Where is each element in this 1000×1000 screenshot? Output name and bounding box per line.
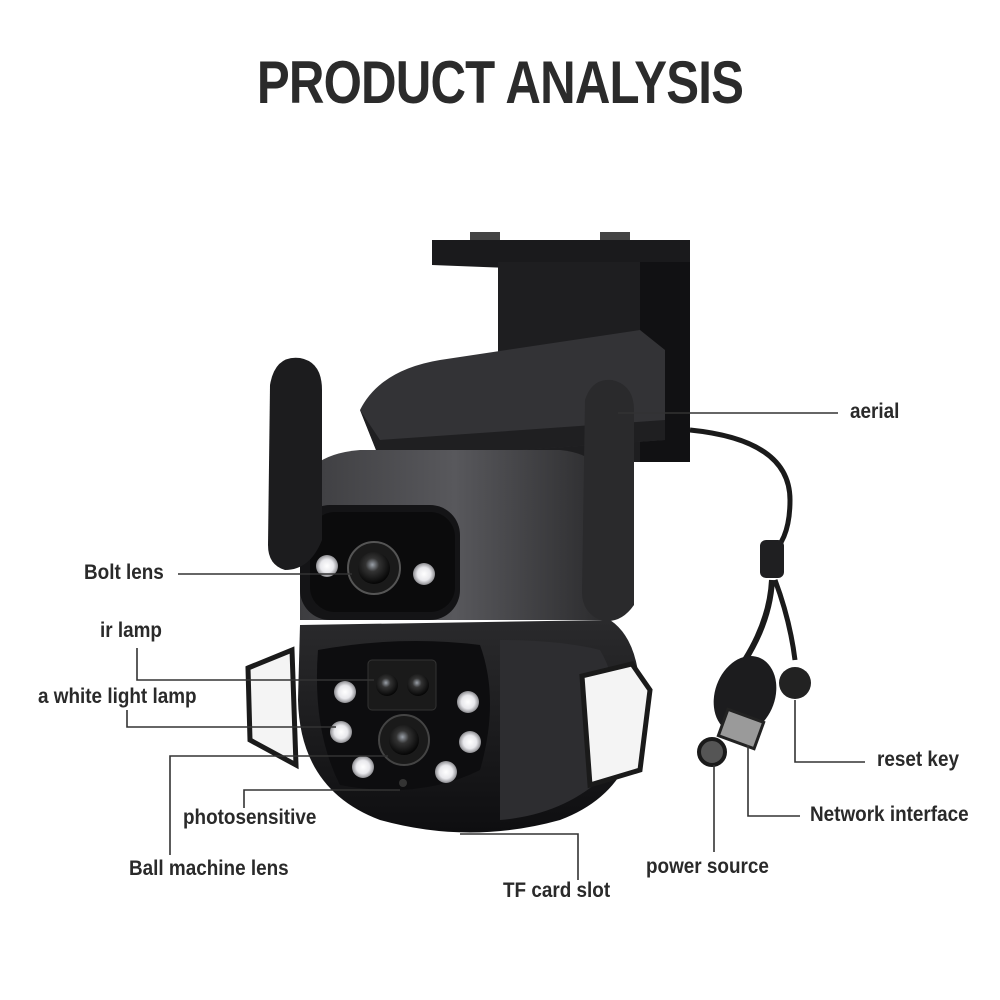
photosensor [399, 779, 407, 787]
white-led [330, 721, 352, 743]
leader-tf-card [460, 833, 579, 880]
ir-lamp-box [367, 659, 437, 711]
cable-assembly [689, 427, 811, 767]
power-jack [697, 737, 727, 767]
white-led [459, 731, 481, 753]
label-reset-key: reset key [877, 748, 959, 771]
label-white-light-lamp: a white light lamp [38, 685, 197, 708]
bolt-led-right [413, 563, 435, 585]
side-panel-right [579, 661, 653, 789]
label-photosensitive: photosensitive [183, 806, 317, 829]
white-led [435, 761, 457, 783]
leader-photosensitive [243, 789, 400, 808]
label-ir-lamp: ir lamp [100, 619, 162, 642]
antenna-right [582, 379, 634, 621]
leader-reset [794, 700, 865, 763]
ir-lamp-2 [407, 674, 429, 696]
white-led [334, 681, 356, 703]
bolt-lens-glass [358, 552, 390, 584]
white-light-leds [330, 681, 481, 783]
ball-lens-glass [389, 725, 419, 755]
antenna-left [268, 357, 322, 570]
bolt-lens-assembly [316, 541, 435, 595]
ir-lamp-1 [376, 674, 398, 696]
label-ball-machine-lens: Ball machine lens [129, 857, 289, 880]
label-power-source: power source [646, 855, 769, 878]
label-bolt-lens: Bolt lens [84, 561, 164, 584]
white-led [457, 691, 479, 713]
leader-white-light [126, 710, 336, 728]
leader-ir-lamp [136, 648, 374, 681]
side-panel-left [245, 646, 299, 770]
upper-housing [300, 450, 610, 620]
leader-lines [126, 412, 865, 880]
ball-lens-assembly [378, 714, 430, 787]
network-port [716, 707, 766, 751]
bolt-led-left [316, 555, 338, 577]
leader-network [747, 745, 800, 817]
reset-button [779, 667, 811, 699]
label-tf-card-slot: TF card slot [503, 879, 611, 902]
label-network-interface: Network interface [810, 803, 969, 826]
label-aerial: aerial [850, 400, 900, 423]
page-title: PRODUCT ANALYSIS [256, 49, 744, 116]
leader-ball-lens [169, 755, 388, 855]
white-led [352, 756, 374, 778]
